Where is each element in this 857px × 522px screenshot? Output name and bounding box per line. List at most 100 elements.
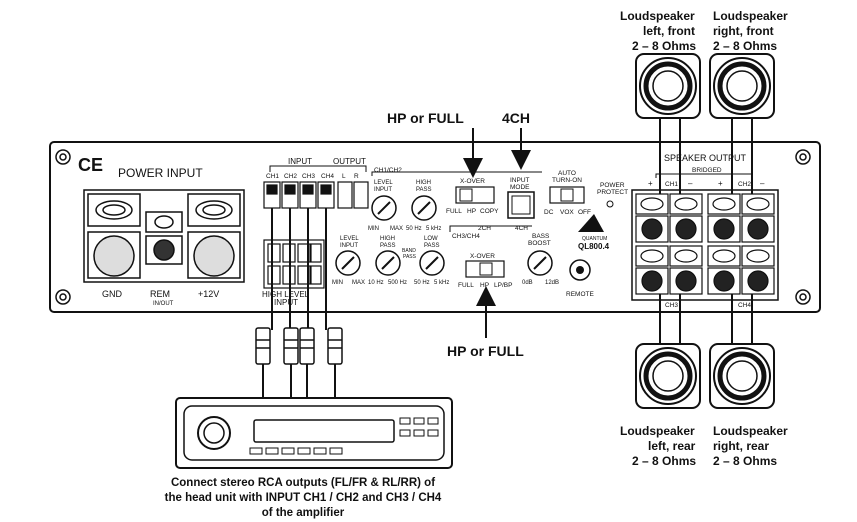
button-face [511,195,531,215]
hp-500hz-label: 500 Hz [388,280,407,286]
out-ch3-label: CH3 [665,302,678,309]
caption-line-3: of the amplifier [262,507,345,519]
minus-sign: – [688,179,693,188]
speaker-rr-line3: 2 – 8 Ohms [713,454,777,468]
rca-plugs [255,327,343,365]
speaker-lf-line1: Loudspeaker [620,9,695,23]
hp-5khz-label: 5 kHz [426,226,441,232]
input-output-bracket [269,165,367,172]
remote-label: REMOTE [566,291,594,298]
brand-quantum: QUANTUM [582,236,607,242]
input-mode-bracket [449,225,532,232]
callout-top-4ch: 4CH [502,110,530,126]
speaker-right-front [709,53,775,119]
level-input-label-2: INPUT [374,187,392,193]
caption-line-1: Connect stereo RCA outputs (FL/FR & RL/R… [171,477,435,489]
knob-indicator [425,256,439,270]
ch1ch2-bracket [371,171,542,176]
low-pass-label-1: LOW [424,236,438,242]
power-terminal-block [83,189,245,283]
xover-label-ch34: X-OVER [470,253,495,260]
input-header: INPUT [288,157,312,166]
r-out-label: R [354,173,359,180]
speaker-rf-line1: Loudspeaker [713,9,788,23]
bridged-label: BRIDGED [692,167,722,174]
speaker-left-front [635,53,701,119]
max-label-ch34: MAX [352,280,365,286]
brand-model: QL800.4 [578,242,610,251]
knob-indicator [417,201,431,215]
band-pass-label: PASS [403,254,417,260]
input-mode-label-1: INPUT [510,177,530,184]
ch1ch2-label: CH1/CH2 [374,167,402,174]
speaker-wires [659,118,753,344]
power-protect-label-2: PROTECT [597,189,628,196]
l-out-label: L [342,173,346,180]
lpbp-label-ch34: LP/BP [494,282,512,289]
esx-logo [578,214,604,232]
output-header: OUTPUT [333,157,366,166]
callout-top-hp-full: HP or FULL [387,110,464,126]
out-ch4-label: CH4 [738,302,751,309]
switch-slider [459,188,473,202]
db12-label: 12dB [545,280,559,286]
plus-sign: + [648,179,653,188]
high-pass-label-1: HIGH [416,180,431,186]
input-mode-label-2: MODE [510,184,530,191]
knob-indicator [341,256,355,270]
ce-mark: CE [78,155,103,175]
ch3-in-label: CH3 [302,173,315,180]
db0-label: 0dB [522,280,533,286]
ch3ch4-label: CH3/CH4 [452,233,480,240]
rca-cables [271,208,327,330]
high-level-input-label: INPUT [274,298,298,307]
hp-label-ch12: HP [467,208,476,215]
rem-sub-label: IN/OUT [153,301,174,307]
out-ch1-label: CH1 [665,181,678,188]
speaker-rf-line3: 2 – 8 Ohms [713,39,777,53]
ch4-in-label: CH4 [321,173,334,180]
knob-indicator [533,256,547,270]
turn-on-label: TURN-ON [552,177,582,184]
speaker-left-rear [635,343,701,409]
full-label-ch34: FULL [458,282,474,289]
speaker-terminals [635,193,775,295]
low-pass-label-2: PASS [424,243,440,249]
high-pass-label-ch34-1: HIGH [380,236,395,242]
power-protect-led [606,200,614,208]
speaker-lr-line3: 2 – 8 Ohms [632,454,696,468]
speaker-lf-line3: 2 – 8 Ohms [632,39,696,53]
high-pass-label-ch34-2: PASS [380,243,396,249]
dc-label: DC [544,209,554,216]
band-label: BAND [402,248,416,254]
full-label-ch12: FULL [446,208,462,215]
high-level-input-connector [263,239,325,289]
hp-label-ch34: HP [480,282,489,289]
ch1-in-label: CH1 [266,173,279,180]
head-unit [175,397,453,469]
bass-label: BASS [532,233,550,240]
knob-indicator [381,256,395,270]
min-label: MIN [368,226,379,232]
speaker-rr-line2: right, rear [713,439,769,453]
high-level-label: HIGH LEVEL [262,290,310,299]
hp-10hz-label: 10 Hz [368,280,384,286]
speaker-lf-line2: left, front [643,24,695,38]
min-label-ch34: MIN [332,280,343,286]
auto-label: AUTO [558,170,576,177]
rem-label: REM [150,289,170,299]
power-protect-label-1: POWER [600,182,625,189]
power-input-label: POWER INPUT [118,166,203,180]
lp-50hz-label: 50 Hz [414,280,430,286]
jack-hole [576,266,584,274]
knob-indicator [377,201,391,215]
speaker-output-label: SPEAKER OUTPUT [664,153,747,163]
switch-slider [479,262,493,276]
ch2-in-label: CH2 [284,173,297,180]
level-input-label-1: LEVEL [374,180,393,186]
lp-5khz-label: 5 kHz [434,280,449,286]
plus-sign: + [718,179,723,188]
rca-jack-row [263,181,369,209]
xover-label-ch12: X-OVER [460,178,485,185]
